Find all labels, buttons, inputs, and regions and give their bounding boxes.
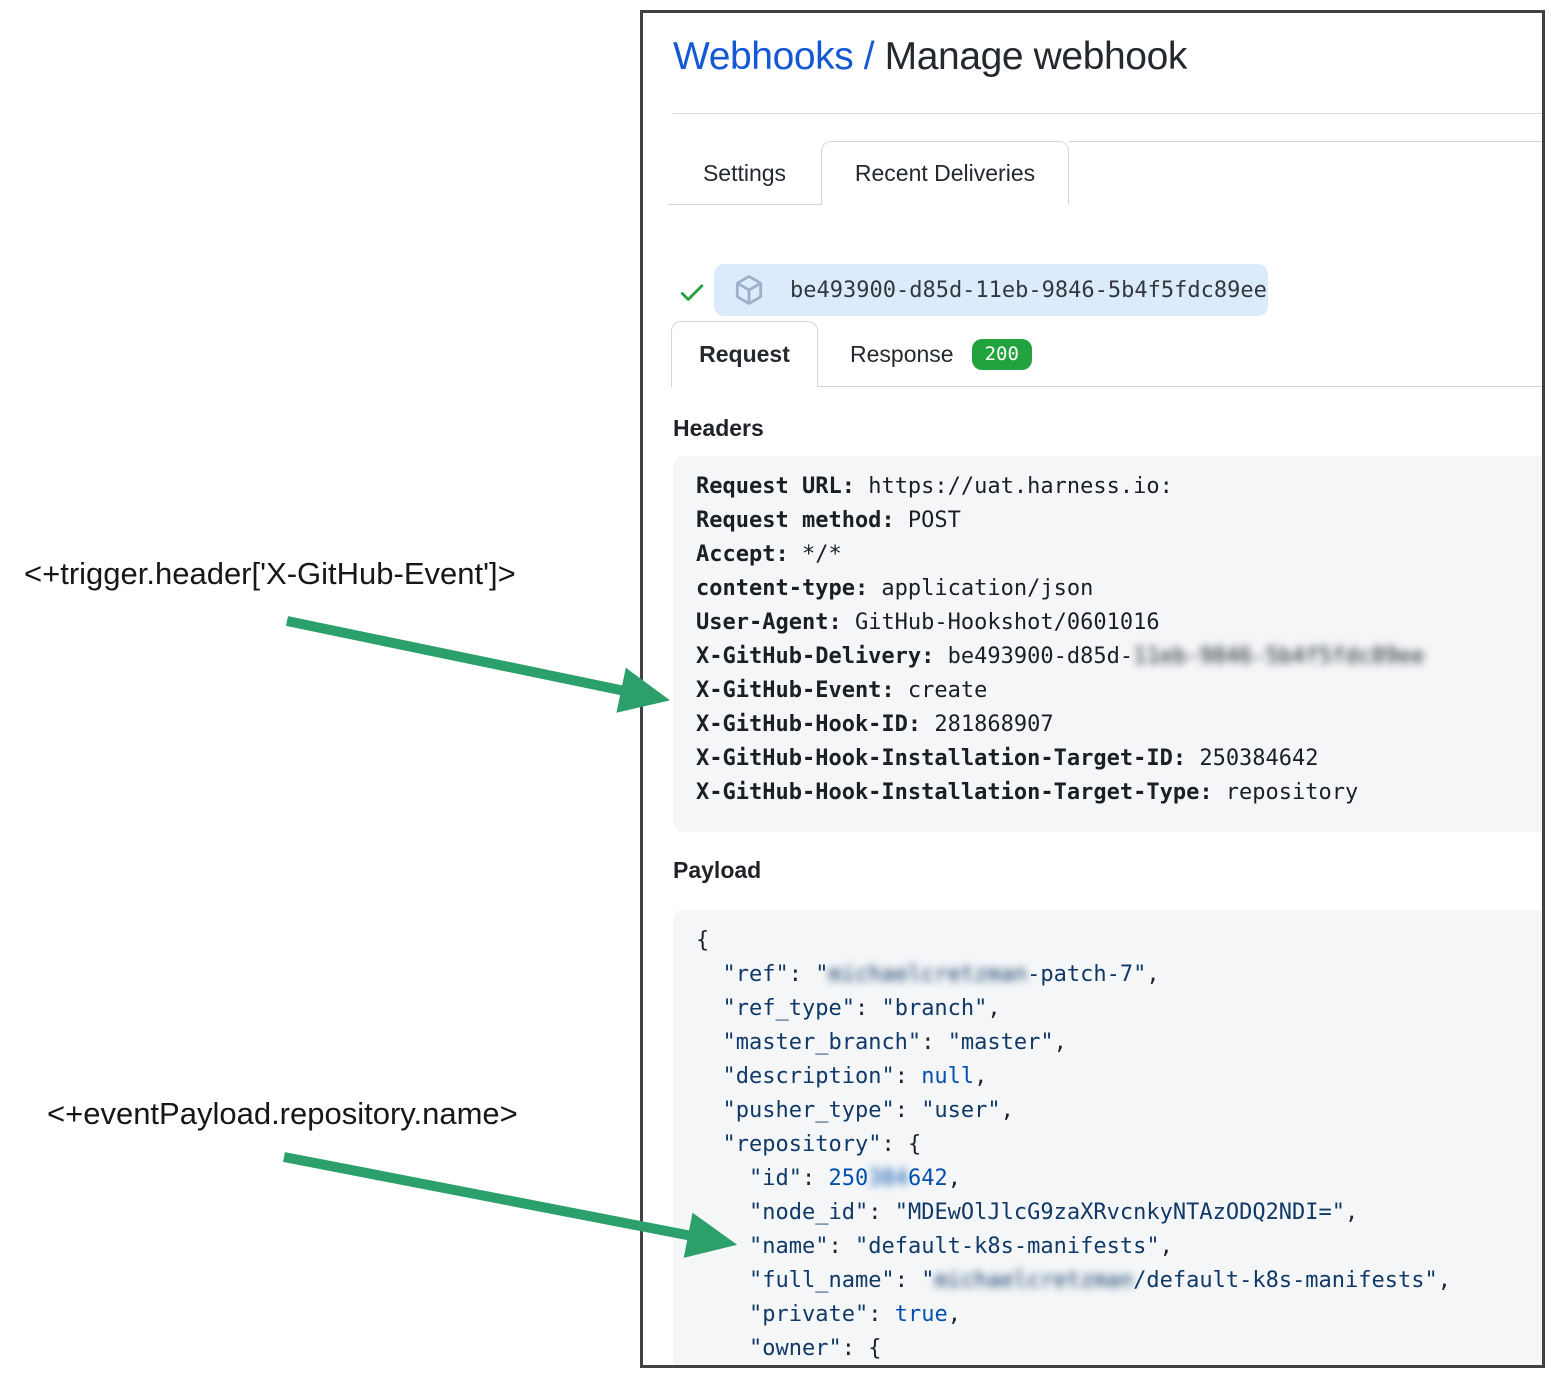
payload-line: "description": null, <box>722 1064 988 1089</box>
tab-response[interactable]: Response 200 <box>850 321 1032 387</box>
breadcrumb: Webhooks / Manage webhook <box>673 35 1187 79</box>
headers-box: Request URL: https://uat.harness.io: Requ… <box>673 456 1542 832</box>
manage-webhook-panel: Webhooks / Manage webhook Settings Recen… <box>640 10 1545 1368</box>
tab-request[interactable]: Request <box>671 321 818 387</box>
status-badge: 200 <box>971 338 1032 370</box>
delivery-guid: be493900-d85d-11eb-9846-5b4f5fdc89ee <box>790 277 1267 303</box>
payload-line: "id": 250384642, <box>748 1166 961 1191</box>
payload-line: "master_branch": "master", <box>722 1030 1067 1055</box>
payload-line: { <box>696 928 710 953</box>
payload-box: { "ref": "michaelcretzman-patch-7", "ref… <box>673 910 1542 1365</box>
tab-settings[interactable]: Settings <box>702 159 787 186</box>
check-icon <box>680 284 704 301</box>
payload-line: "full_name": "michaelcretzman/default-k8… <box>748 1268 1452 1293</box>
page-title: Manage webhook <box>884 35 1188 78</box>
tabnav-topline-right <box>1069 141 1542 142</box>
payload-line: "node_id": "MDEwOlJlcG9zaXRvcnkyNTAzODQ2… <box>748 1200 1359 1225</box>
payload-section-title: Payload <box>673 857 762 883</box>
package-icon <box>735 275 763 305</box>
payload-line: "ref": "michaelcretzman-patch-7", <box>722 962 1160 987</box>
tab-recent-deliveries[interactable]: Recent Deliveries <box>821 141 1069 205</box>
tabnav-underline-left <box>668 204 821 205</box>
annotation-trigger-header-expression: <+trigger.header['X-GitHub-Event']> <box>24 556 516 591</box>
header-line: X-GitHub-Hook-Installation-Target-Type: … <box>696 780 1359 805</box>
header-line: X-GitHub-Hook-Installation-Target-ID: 25… <box>696 746 1319 771</box>
payload-line: "name": "default-k8s-manifests", <box>748 1234 1173 1259</box>
payload-line: "private": true, <box>748 1302 961 1327</box>
response-label: Response <box>850 340 954 367</box>
payload-line: "repository": { <box>722 1132 922 1157</box>
payload-line: "pusher_type": "user", <box>722 1098 1014 1123</box>
headers-section-title: Headers <box>673 415 764 441</box>
header-line: X-GitHub-Delivery: be493900-d85d-11eb-98… <box>696 644 1425 669</box>
header-line: Request method: POST <box>696 508 961 533</box>
subtab-underline <box>818 386 1542 387</box>
header-line: User-Agent: GitHub-Hookshot/0601016 <box>696 610 1160 635</box>
green-arrow-repository-name <box>283 1152 738 1258</box>
header-line: X-GitHub-Event: create <box>696 678 988 703</box>
breadcrumb-separator: / <box>853 35 885 78</box>
payload-line: "ref_type": "branch", <box>722 996 1001 1021</box>
header-line: Request URL: https://uat.harness.io: <box>696 474 1173 499</box>
annotation-event-payload-expression: <+eventPayload.repository.name> <box>47 1096 518 1131</box>
header-line: X-GitHub-Hook-ID: 281868907 <box>696 712 1054 737</box>
delivery-guid-pill[interactable]: be493900-d85d-11eb-9846-5b4f5fdc89ee <box>714 264 1268 316</box>
header-divider <box>673 113 1542 114</box>
webhooks-link[interactable]: Webhooks <box>673 35 854 78</box>
header-line: content-type: application/json <box>696 576 1094 601</box>
green-arrow-trigger-header <box>285 616 671 713</box>
header-line: Accept: */* <box>696 542 842 567</box>
payload-line: "owner": { <box>748 1336 882 1361</box>
